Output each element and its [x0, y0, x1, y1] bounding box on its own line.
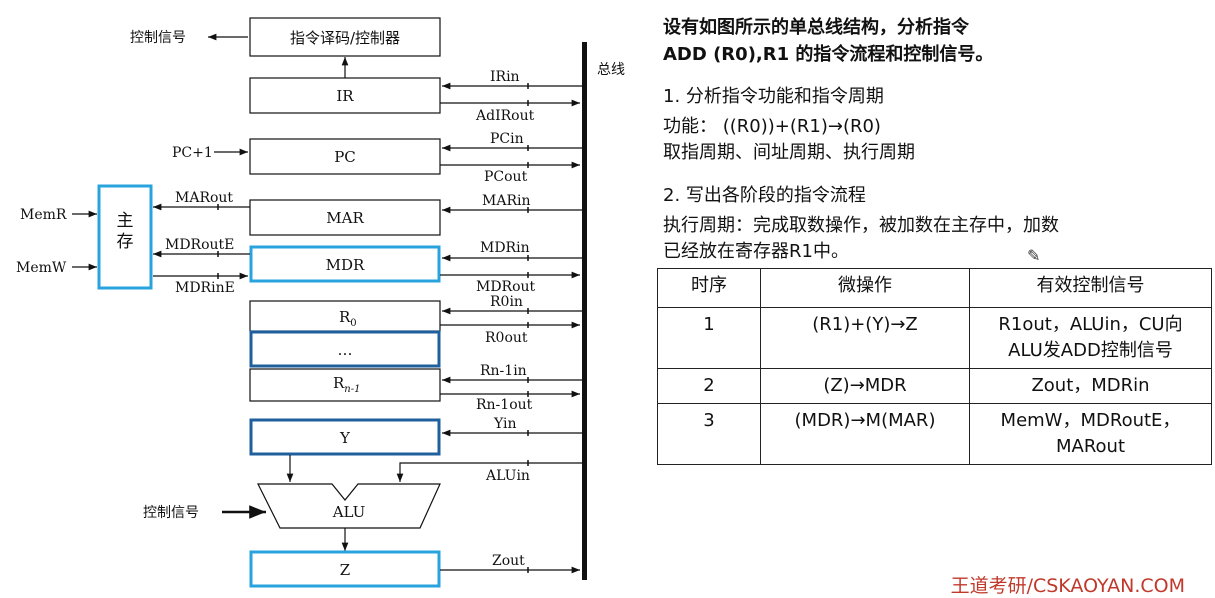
- heading-line-2: ADD (R0),R1 的指令流程和控制信号。: [663, 44, 994, 65]
- row1-micro: (R1)+(Y)→Z: [760, 307, 970, 369]
- dots-register: [249, 330, 441, 368]
- main-memory-label-2: 存: [117, 232, 134, 252]
- alu-unit: [257, 483, 441, 529]
- marout-label: MARout: [175, 190, 233, 206]
- header-micro: 微操作: [760, 268, 970, 308]
- ir-label: IR: [336, 87, 354, 105]
- row3-signals: MemW，MDRoutE， MARout: [969, 403, 1212, 465]
- bus-label: 总线: [597, 62, 625, 78]
- row3-seq: 3: [657, 403, 761, 465]
- table-header-row: 时序 微操作 有效控制信号: [657, 268, 1212, 308]
- step2-title: 2. 写出各阶段的指令流程: [663, 185, 866, 206]
- single-bus-diagram: 总线 指令译码/控制器 控制信号 IR IRin AdIRout PC PC+1…: [16, 17, 625, 588]
- rn1-label: Rn-1: [333, 374, 360, 395]
- ir-register: [249, 77, 441, 114]
- header-signals: 有效控制信号: [969, 268, 1212, 308]
- system-bus: [582, 42, 587, 580]
- watermark: 王道考研/CSKAOYAN.COM: [950, 575, 1185, 597]
- header-seq: 时序: [657, 268, 761, 308]
- heading-line-1: 设有如图所示的单总线结构，分析指令: [663, 17, 969, 38]
- row2-micro: (Z)→MDR: [760, 368, 970, 404]
- micro-op-table: 时序 微操作 有效控制信号 1 (R1)+(Y)→Z R1out，ALUin，C…: [657, 268, 1212, 465]
- main-memory-box: [97, 184, 153, 290]
- rn1-register: [249, 368, 441, 402]
- row2-signals: Zout，MDRin: [969, 368, 1212, 404]
- row1-signals-line2: ALU发ADD控制信号: [1008, 340, 1173, 361]
- mdrine-label: MDRinE: [175, 280, 235, 296]
- pc-register: [249, 138, 441, 175]
- r0-register: [249, 300, 441, 332]
- zout-label: Zout: [492, 553, 525, 569]
- alu-label: ALU: [332, 503, 366, 521]
- pencil-icon: ✎: [1027, 246, 1041, 265]
- mar-label: MAR: [326, 209, 364, 227]
- z-register: [249, 550, 441, 588]
- decoder-box: [249, 17, 441, 57]
- row3-signals-line2: MARout: [1055, 436, 1126, 457]
- pcout-label: PCout: [484, 169, 528, 185]
- adirout-label: AdIRout: [475, 108, 535, 124]
- mdrin-label: MDRin: [480, 240, 530, 256]
- memr-label: MemR: [20, 207, 67, 223]
- row1-seq: 1: [657, 307, 761, 369]
- dots-label: …: [338, 341, 353, 359]
- y-register: [249, 418, 441, 456]
- question-heading: 设有如图所示的单总线结构，分析指令 ADD (R0),R1 的指令流程和控制信号…: [663, 14, 993, 68]
- table-row: 1 (R1)+(Y)→Z R1out，ALUin，CU向 ALU发ADD控制信号: [657, 307, 1212, 369]
- marin-label: MARin: [482, 193, 530, 209]
- pc-label: PC: [334, 148, 356, 166]
- decoder-label: 指令译码/控制器: [290, 29, 400, 47]
- row1-signals-line1: R1out，ALUin，CU向: [998, 314, 1183, 335]
- table-row: 3 (MDR)→M(MAR) MemW，MDRoutE， MARout: [657, 403, 1212, 465]
- r0in-label: R0in: [490, 294, 523, 310]
- step1-title: 1. 分析指令功能和指令周期: [663, 86, 884, 107]
- mar-register: [249, 199, 441, 236]
- r0out-label: R0out: [485, 330, 528, 346]
- row1-signals: R1out，ALUin，CU向 ALU发ADD控制信号: [969, 307, 1212, 369]
- explanation-panel: 设有如图所示的单总线结构，分析指令 ADD (R0),R1 的指令流程和控制信号…: [655, 0, 1215, 597]
- pcin-label: PCin: [490, 131, 524, 147]
- r0-label: R0: [339, 308, 357, 329]
- aluin-path: [396, 462, 582, 482]
- row2-signals-line1: Zout，MDRin: [1031, 375, 1150, 396]
- mdr-register: [249, 245, 441, 283]
- exec-line-2: 已经放在寄存器R1中。: [663, 241, 849, 262]
- row3-signals-line1: MemW，MDRoutE，: [1000, 410, 1181, 431]
- cycles-line: 取指周期、间址周期、执行周期: [663, 142, 915, 163]
- control-signal-in-label: 控制信号: [143, 505, 199, 521]
- table-row: 2 (Z)→MDR Zout，MDRin: [657, 368, 1212, 404]
- function-line: 功能： ((R0))+(R1)→(R0): [663, 116, 881, 137]
- z-label: Z: [340, 561, 350, 579]
- row3-micro: (MDR)→M(MAR): [760, 403, 970, 465]
- exec-line-1: 执行周期：完成取数操作，被加数在主存中，加数: [663, 215, 1059, 236]
- yin-label: Yin: [493, 416, 517, 432]
- y-label: Y: [339, 429, 351, 447]
- row2-seq: 2: [657, 368, 761, 404]
- mdroute-label: MDRoutE: [165, 237, 234, 253]
- rn1in-label: Rn-1in: [480, 363, 527, 379]
- main-memory-label-1: 主: [117, 211, 134, 231]
- rn1out-label: Rn-1out: [476, 397, 533, 413]
- aluin-label: ALUin: [485, 468, 530, 484]
- irin-label: IRin: [490, 69, 520, 85]
- memw-label: MemW: [16, 260, 67, 276]
- control-signal-out-label: 控制信号: [130, 30, 186, 46]
- pc-plus-one-label: PC+1: [172, 145, 213, 161]
- mdrout-label: MDRout: [476, 279, 536, 295]
- mdr-label: MDR: [326, 256, 365, 274]
